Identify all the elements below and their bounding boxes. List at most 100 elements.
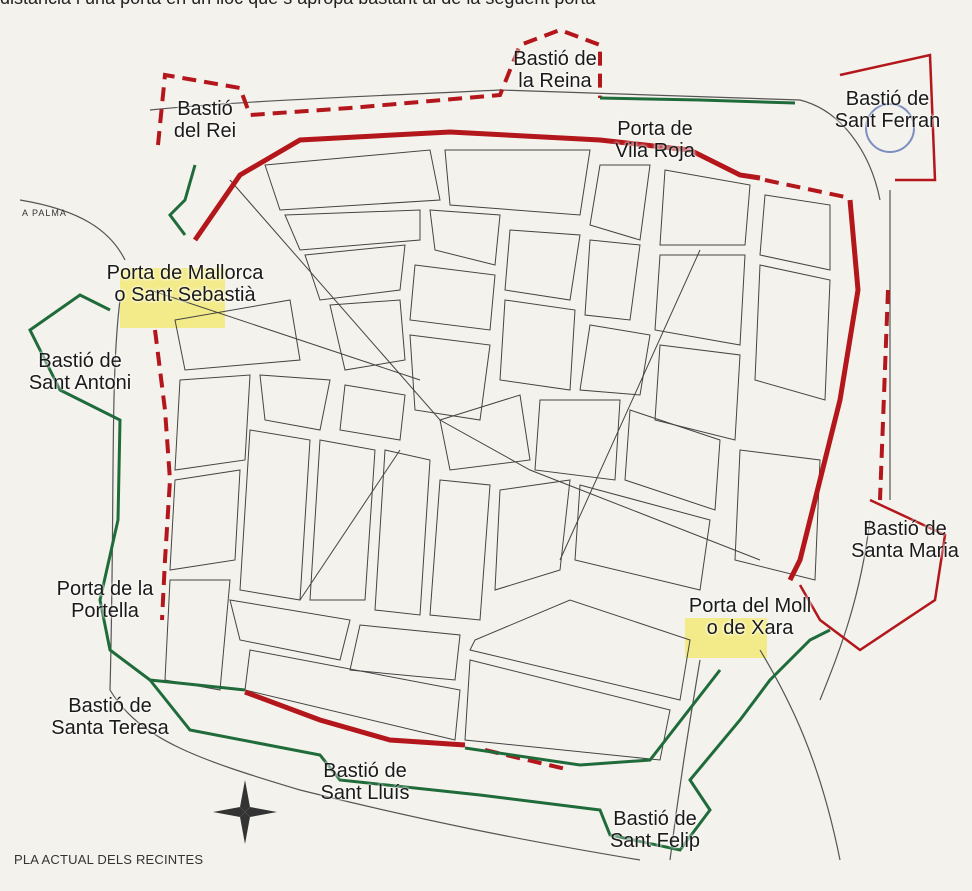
block bbox=[579, 324, 651, 396]
green-wall-south bbox=[148, 628, 831, 852]
label-line: Bastió de bbox=[613, 808, 697, 830]
red-wall-east-outer bbox=[878, 289, 890, 501]
label-bastio-sant-antoni: Bastió de Sant Antoni bbox=[10, 350, 150, 394]
label-line: Porta de la bbox=[56, 578, 154, 600]
label-line: Bastió de bbox=[38, 350, 122, 372]
sant-ferran-roundabout bbox=[865, 103, 915, 153]
red-wall-east-dashed bbox=[764, 178, 851, 200]
block bbox=[534, 399, 621, 481]
green-wall-southeast bbox=[464, 669, 722, 767]
road-east bbox=[819, 190, 891, 701]
block bbox=[264, 149, 441, 211]
header-text: distancia i una porta en un lloc que s a… bbox=[0, 0, 595, 9]
label-line: Bastió de bbox=[845, 88, 930, 110]
block bbox=[734, 449, 821, 581]
label-line: Bastió de bbox=[513, 48, 597, 70]
block bbox=[469, 599, 691, 701]
street bbox=[299, 449, 401, 601]
red-wall-east bbox=[787, 199, 861, 582]
outer-roads bbox=[19, 89, 891, 861]
red-wall-south-dashed bbox=[484, 748, 571, 772]
label-porta-moll: Porta del Moll o de Xara bbox=[670, 595, 830, 639]
label-line: o Sant Sebastià bbox=[114, 284, 256, 306]
road-east-lower bbox=[759, 649, 841, 861]
label-line: Bastió de bbox=[323, 760, 407, 782]
block bbox=[229, 599, 351, 661]
red-wall-south-a bbox=[244, 689, 466, 748]
label-bastio-sant-felip: Bastió de Sant Felip bbox=[585, 808, 725, 852]
block bbox=[494, 479, 571, 591]
label-bastio-rei: Bastió del Rei bbox=[150, 98, 260, 142]
green-wall-north-west bbox=[168, 164, 197, 236]
block bbox=[309, 439, 376, 601]
label-line: Santa Maria bbox=[851, 540, 959, 562]
label-bastio-reina: Bastió de la Reina bbox=[480, 48, 630, 92]
label-line: Sant Ferran bbox=[834, 110, 941, 132]
label-line: Portella bbox=[71, 600, 139, 622]
label-porta-mallorca: Porta de Mallorca o Sant Sebastià bbox=[80, 262, 290, 306]
red-wall-west-dashed bbox=[153, 329, 173, 621]
street bbox=[559, 249, 701, 561]
block bbox=[259, 374, 331, 431]
block bbox=[429, 209, 501, 266]
label-bastio-sant-lluis: Bastió de Sant Lluís bbox=[295, 760, 435, 804]
red-walls bbox=[192, 129, 861, 748]
block bbox=[304, 244, 406, 301]
block bbox=[429, 479, 491, 621]
block bbox=[164, 579, 231, 691]
label-line: Santa Teresa bbox=[51, 717, 169, 739]
gate-moll-highlight bbox=[685, 618, 767, 658]
block bbox=[654, 254, 746, 346]
block bbox=[584, 239, 641, 321]
red-bastions-outer bbox=[798, 53, 947, 652]
road-north bbox=[149, 89, 881, 201]
label-line: Sant Lluís bbox=[320, 782, 410, 804]
label-line: del Rei bbox=[173, 120, 237, 142]
block bbox=[624, 409, 721, 511]
diagonal-streets bbox=[149, 179, 761, 601]
block bbox=[339, 384, 406, 441]
compass-west bbox=[213, 807, 245, 817]
block bbox=[174, 374, 251, 471]
road-northwest bbox=[19, 199, 126, 261]
label-line: Vila Roja bbox=[615, 140, 695, 162]
green-wall-west bbox=[28, 293, 151, 682]
compass-east bbox=[245, 807, 277, 817]
label-bastio-sant-ferran: Bastió de Sant Ferran bbox=[815, 88, 960, 132]
green-wall-north bbox=[599, 96, 796, 105]
street bbox=[229, 179, 761, 561]
block bbox=[169, 469, 241, 571]
block bbox=[464, 659, 671, 761]
block bbox=[409, 264, 496, 331]
road-west bbox=[109, 299, 641, 861]
label-line: Sant Antoni bbox=[28, 372, 132, 394]
label-bastio-santa-teresa: Bastió de Santa Teresa bbox=[30, 695, 190, 739]
block bbox=[439, 394, 531, 471]
compass-rose-icon bbox=[213, 780, 277, 844]
gate-highlights bbox=[120, 268, 767, 658]
block bbox=[329, 299, 406, 371]
green-walls bbox=[28, 96, 831, 852]
bastio-sant-ferran-outline bbox=[839, 53, 937, 182]
block bbox=[754, 264, 831, 401]
street-label-a-palma: A PALMA bbox=[22, 208, 67, 218]
street bbox=[149, 289, 421, 381]
road-southeast bbox=[669, 659, 701, 861]
label-porta-portella: Porta de la Portella bbox=[30, 578, 180, 622]
red-walls-dashed bbox=[153, 27, 890, 772]
compass-north bbox=[240, 780, 250, 812]
red-wall-north bbox=[192, 129, 761, 242]
block bbox=[239, 429, 311, 601]
block bbox=[444, 149, 591, 216]
block bbox=[659, 169, 751, 246]
bastio-santa-maria-outline bbox=[798, 498, 947, 652]
label-line: Bastió de bbox=[863, 518, 947, 540]
label-porta-vila-roja: Porta de Vila Roja bbox=[590, 118, 720, 162]
block bbox=[244, 649, 461, 741]
block bbox=[504, 229, 581, 301]
label-line: Sant Felip bbox=[609, 830, 701, 852]
block bbox=[174, 299, 301, 371]
label-line: Bastió bbox=[177, 98, 233, 120]
